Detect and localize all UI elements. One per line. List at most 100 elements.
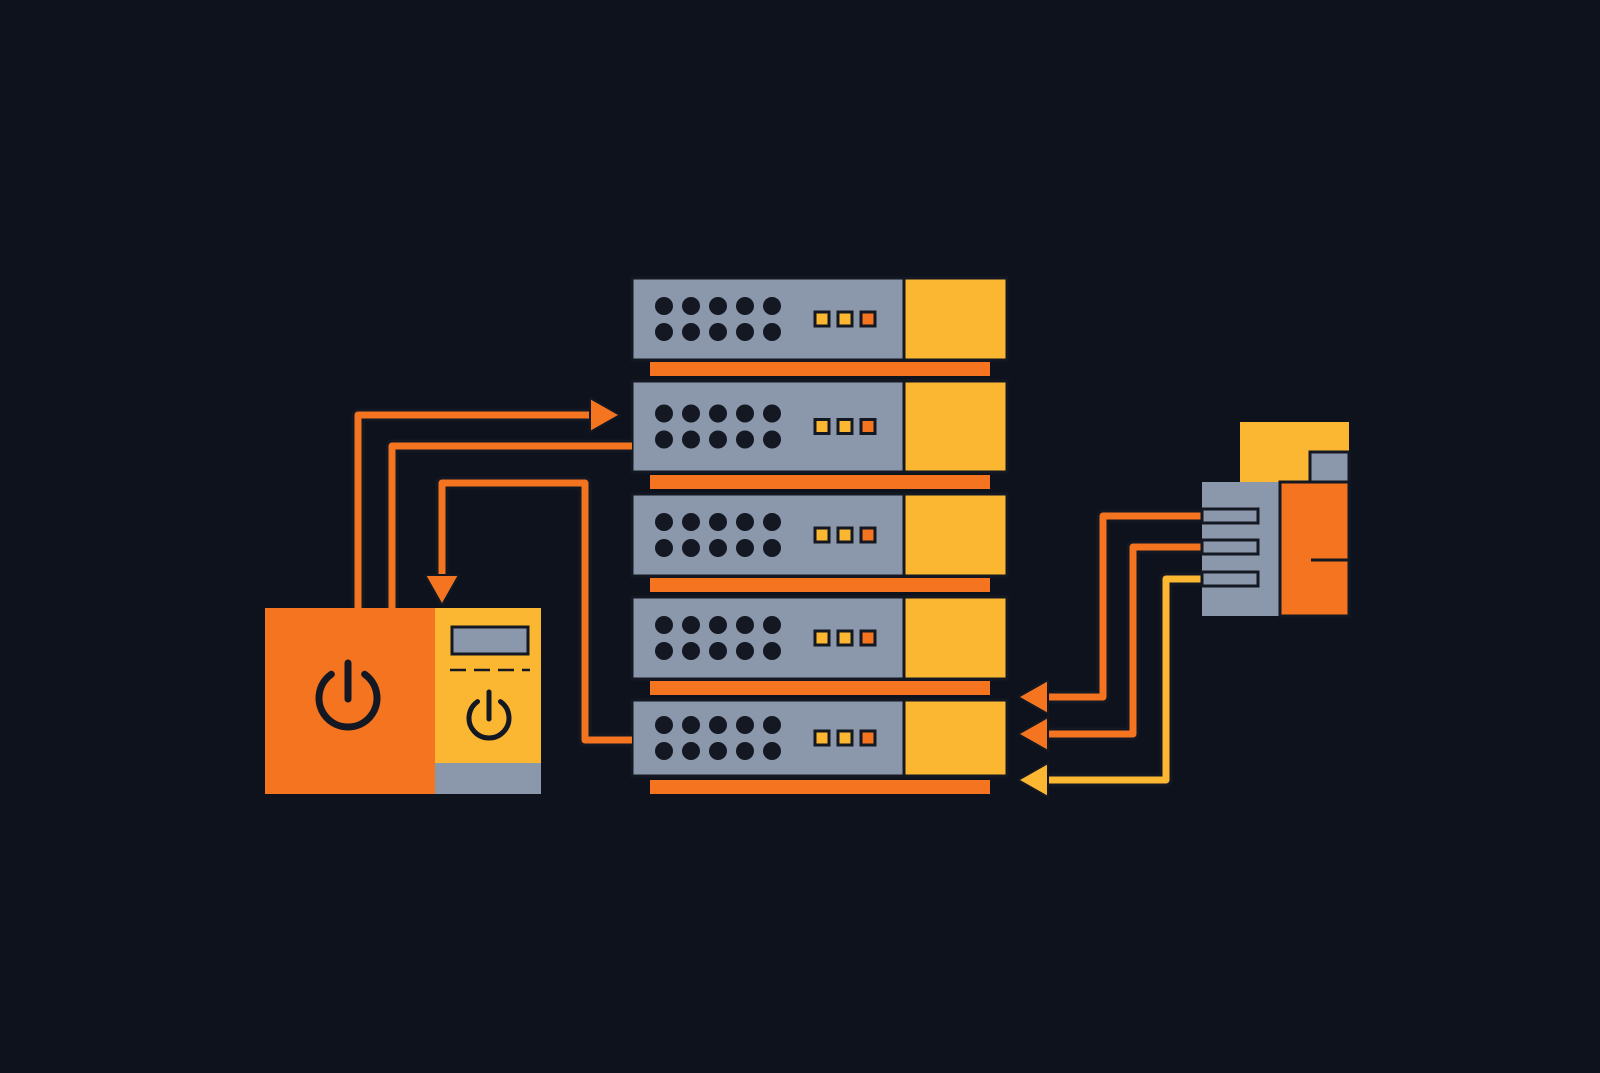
indicator-light	[836, 629, 854, 647]
vent-hole	[736, 642, 754, 660]
switch-port	[1200, 507, 1260, 525]
switch-body	[1202, 482, 1281, 616]
vent-hole	[763, 404, 781, 423]
vent-hole	[736, 742, 754, 760]
vent-hole	[682, 716, 700, 734]
vent-hole	[763, 716, 781, 734]
arrowhead	[424, 574, 460, 606]
indicator-light	[859, 729, 877, 747]
vent-hole	[709, 642, 727, 660]
network-switch	[1200, 422, 1351, 618]
vent-hole	[655, 404, 673, 423]
arrowhead	[1017, 762, 1049, 798]
power-icon	[315, 659, 381, 731]
wire-line	[388, 442, 632, 608]
vent-hole	[763, 430, 781, 449]
vent-hole	[682, 323, 700, 341]
vent-hole	[655, 430, 673, 449]
server-front-panel	[630, 276, 906, 362]
vent-hole	[736, 539, 754, 557]
vent-hole	[709, 716, 727, 734]
indicator-light	[836, 310, 854, 328]
indicator-light	[813, 729, 831, 747]
vent-hole	[682, 297, 700, 315]
server-base-strip	[650, 362, 990, 376]
wire-line	[1048, 512, 1258, 701]
vent-hole	[763, 513, 781, 531]
server-unit-1	[630, 276, 1009, 376]
server-front-panel	[630, 698, 906, 778]
vent-hole	[709, 430, 727, 449]
indicator-light	[813, 418, 831, 435]
vent-hole	[736, 430, 754, 449]
vent-hole	[709, 297, 727, 315]
server-front-panel	[630, 492, 906, 578]
wire-line	[354, 411, 590, 608]
server-side-panel	[902, 595, 1009, 681]
indicator-light	[859, 629, 877, 647]
connection-network-switch-port-1-to-server-unit-5	[1017, 509, 1258, 715]
side-module-base	[435, 763, 541, 794]
switch-port	[1200, 538, 1260, 556]
vent-hole	[736, 323, 754, 341]
vent-hole	[709, 616, 727, 634]
server-base-strip	[650, 780, 990, 794]
vent-hole	[709, 539, 727, 557]
server-base-strip	[650, 578, 990, 592]
wire-outline	[385, 439, 632, 608]
power-icon-arc	[315, 670, 381, 731]
vent-hole	[655, 716, 673, 734]
switch-port	[1200, 570, 1260, 588]
connection-server-unit-5-to-power-supply-side-module	[424, 476, 632, 747]
vent-hole	[709, 404, 727, 423]
vent-hole	[736, 404, 754, 423]
vent-hole	[763, 742, 781, 760]
vent-hole	[682, 430, 700, 449]
vent-hole	[682, 742, 700, 760]
vent-hole	[763, 616, 781, 634]
vent-hole	[655, 642, 673, 660]
vent-hole	[763, 323, 781, 341]
connection-power-supply-to-server-unit-2	[351, 397, 621, 608]
vent-hole	[682, 616, 700, 634]
vent-hole	[763, 539, 781, 557]
power-icon	[466, 689, 512, 741]
server-front-panel	[630, 379, 906, 474]
connection-server-unit-2-to-power-supply	[385, 439, 632, 608]
server-unit-3	[630, 492, 1009, 592]
vent-hole	[736, 297, 754, 315]
vent-hole	[736, 513, 754, 531]
indicator-light	[859, 418, 877, 435]
wire-line	[1048, 543, 1258, 738]
vent-hole	[709, 323, 727, 341]
vent-hole	[655, 539, 673, 557]
arrowhead	[589, 397, 621, 433]
power-icon-arc	[466, 699, 512, 741]
vent-hole	[763, 297, 781, 315]
vent-hole	[655, 323, 673, 341]
vent-hole	[709, 513, 727, 531]
server-rack	[630, 276, 1009, 794]
vent-hole	[655, 297, 673, 315]
server-base-strip	[650, 681, 990, 695]
vent-hole	[682, 539, 700, 557]
indicator-light	[859, 310, 877, 328]
vent-hole	[736, 616, 754, 634]
vent-hole	[655, 616, 673, 634]
vent-hole	[682, 513, 700, 531]
server-unit-4	[630, 595, 1009, 695]
display-screen	[450, 625, 530, 656]
switch-side-block	[1278, 480, 1351, 618]
arrowhead	[1017, 716, 1049, 752]
server-side-panel	[902, 379, 1009, 474]
connection-network-switch-port-2-to-server-unit-5	[1017, 540, 1258, 752]
vent-hole	[736, 716, 754, 734]
indicator-light	[813, 310, 831, 328]
server-side-panel	[902, 698, 1009, 778]
indicator-light	[836, 418, 854, 435]
indicator-light	[836, 729, 854, 747]
vent-hole	[682, 404, 700, 423]
power-supply-side-module	[435, 608, 541, 794]
server-base-strip	[650, 475, 990, 489]
